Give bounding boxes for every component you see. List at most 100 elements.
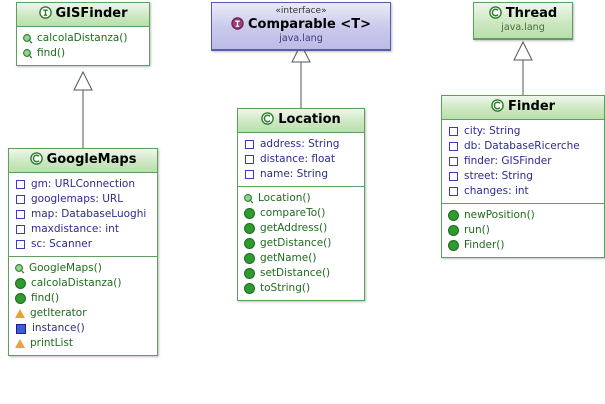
warning-triangle-icon <box>15 339 25 348</box>
member-label: compareTo() <box>260 207 326 219</box>
methods-finder: newPosition() run() Finder() <box>442 203 604 257</box>
class-name-text: Thread <box>505 6 558 21</box>
key-green-icon <box>15 263 25 274</box>
class-box-location[interactable]: Location address: String distance: float… <box>237 108 365 301</box>
member-row[interactable]: city: String <box>448 124 600 139</box>
class-package-thread: java.lang <box>501 22 545 33</box>
class-header-googlemaps: GoogleMaps <box>9 149 157 173</box>
member-label: getAddress() <box>260 222 328 234</box>
member-row[interactable]: getAddress() <box>244 221 360 236</box>
member-label: GoogleMaps() <box>29 262 102 274</box>
member-row[interactable]: getIterator <box>15 306 153 321</box>
member-row[interactable]: compareTo() <box>244 206 360 221</box>
member-row[interactable]: gm: URLConnection <box>15 177 153 192</box>
member-label: toString() <box>260 282 311 294</box>
key-green-icon <box>244 193 254 204</box>
member-label: printList <box>30 337 74 349</box>
class-name-text: GoogleMaps <box>46 152 137 167</box>
class-name-text: Finder <box>507 99 556 114</box>
public-method-icon <box>244 238 255 249</box>
private-field-icon <box>16 195 25 204</box>
member-row[interactable]: street: String <box>448 169 600 184</box>
private-field-icon <box>449 157 458 166</box>
member-row[interactable]: toString() <box>244 281 360 296</box>
private-field-icon <box>245 140 254 149</box>
private-field-icon <box>16 225 25 234</box>
class-name-text: Comparable <T> <box>247 17 372 32</box>
member-row[interactable]: calcolaDistanza() <box>15 276 153 291</box>
member-row[interactable]: Location() <box>244 191 360 206</box>
package-field-icon <box>16 323 26 334</box>
class-package-comparable: java.lang <box>279 33 323 44</box>
member-row[interactable]: finder: GISFinder <box>448 154 600 169</box>
class-title-googlemaps: GoogleMaps <box>13 152 153 168</box>
key-green-icon <box>23 48 33 59</box>
class-title-finder: Finder <box>446 99 600 115</box>
member-label: getName() <box>260 252 317 264</box>
fields-location: address: String distance: float name: St… <box>238 133 364 186</box>
warning-triangle-icon <box>15 309 25 318</box>
member-row[interactable]: find() <box>23 46 145 61</box>
interface-purple-icon <box>231 17 244 30</box>
class-header-thread: Thread java.lang <box>474 3 572 39</box>
member-row[interactable]: run() <box>448 223 600 238</box>
member-row[interactable]: instance() <box>15 321 153 336</box>
class-box-comparable[interactable]: «interface» Comparable <T> java.lang <box>211 2 391 51</box>
member-label: newPosition() <box>464 209 535 221</box>
member-label: street: String <box>464 170 533 182</box>
member-label: calcolaDistanza() <box>31 277 122 289</box>
member-label: run() <box>464 224 490 236</box>
member-row[interactable]: GoogleMaps() <box>15 261 153 276</box>
member-row[interactable]: db: DatabaseRicerche <box>448 139 600 154</box>
member-label: address: String <box>260 138 340 150</box>
class-box-gisfinder[interactable]: GISFinder calcolaDistanza() <box>16 2 150 66</box>
member-label: sc: Scanner <box>31 238 93 250</box>
member-label: map: DatabaseLuoghi <box>31 208 147 220</box>
member-label: googlemaps: URL <box>31 193 124 205</box>
public-method-icon <box>448 240 459 251</box>
member-row[interactable]: setDistance() <box>244 266 360 281</box>
private-field-icon <box>245 155 254 164</box>
public-method-icon <box>244 253 255 264</box>
member-label: changes: int <box>464 185 529 197</box>
class-box-finder[interactable]: Finder city: String db: DatabaseRicerche… <box>441 95 605 258</box>
private-field-icon <box>16 240 25 249</box>
member-label: calcolaDistanza() <box>37 32 128 44</box>
member-row[interactable]: calcolaDistanza() <box>23 31 145 46</box>
member-row[interactable]: googlemaps: URL <box>15 192 153 207</box>
private-field-icon <box>16 180 25 189</box>
methods-gisfinder: calcolaDistanza() find() <box>17 27 149 65</box>
key-green-icon <box>23 33 33 44</box>
member-row[interactable]: address: String <box>244 137 360 152</box>
class-title-comparable: Comparable <T> <box>216 17 386 33</box>
class-box-googlemaps[interactable]: GoogleMaps gm: URLConnection googlemaps:… <box>8 148 158 356</box>
public-method-icon <box>448 210 459 221</box>
member-label: getIterator <box>30 307 87 319</box>
member-label: db: DatabaseRicerche <box>464 140 580 152</box>
private-field-icon <box>449 172 458 181</box>
methods-location: Location() compareTo() getAddress() getD… <box>238 186 364 300</box>
class-header-comparable: «interface» Comparable <T> java.lang <box>212 3 390 50</box>
member-row[interactable]: getDistance() <box>244 236 360 251</box>
member-row[interactable]: name: String <box>244 167 360 182</box>
member-row[interactable]: maxdistance: int <box>15 222 153 237</box>
private-field-icon <box>449 142 458 151</box>
member-row[interactable]: map: DatabaseLuoghi <box>15 207 153 222</box>
public-method-icon <box>448 225 459 236</box>
member-row[interactable]: find() <box>15 291 153 306</box>
private-field-icon <box>449 187 458 196</box>
private-field-icon <box>16 210 25 219</box>
member-row[interactable]: Finder() <box>448 238 600 253</box>
public-method-icon <box>15 278 26 289</box>
class-title-thread: Thread <box>478 6 568 22</box>
fields-finder: city: String db: DatabaseRicerche finder… <box>442 120 604 203</box>
class-green-icon <box>261 112 275 125</box>
member-row[interactable]: getName() <box>244 251 360 266</box>
member-row[interactable]: printList <box>15 336 153 351</box>
member-row[interactable]: sc: Scanner <box>15 237 153 252</box>
member-row[interactable]: newPosition() <box>448 208 600 223</box>
class-box-thread[interactable]: Thread java.lang <box>473 2 573 40</box>
class-header-finder: Finder <box>442 96 604 120</box>
member-row[interactable]: changes: int <box>448 184 600 199</box>
member-row[interactable]: distance: float <box>244 152 360 167</box>
